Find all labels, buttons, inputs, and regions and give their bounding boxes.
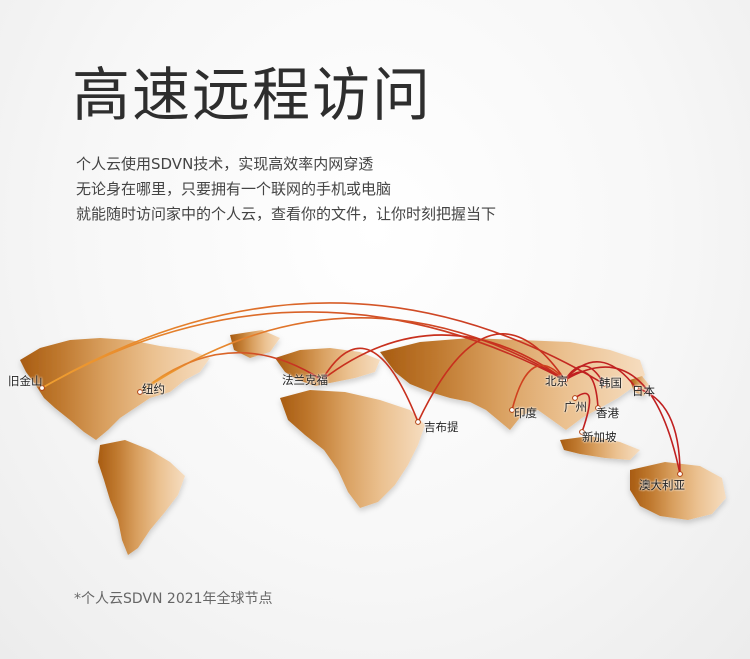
australia	[630, 462, 726, 520]
city-label-sf: 旧金山	[8, 374, 43, 388]
arc-fr-beijing	[321, 334, 566, 381]
city-label-japan: 日本	[632, 384, 655, 398]
north-america	[20, 338, 210, 440]
city-label-beijing: 北京	[545, 374, 568, 388]
city-label-korea: 韩国	[599, 376, 622, 390]
description-line-2: 无论身在哪里，只要拥有一个联网的手机或电脑	[76, 180, 392, 198]
arc-japan-australia	[635, 387, 681, 475]
arc-ny-frankfurt	[139, 351, 323, 393]
arc-beijing-japan	[564, 361, 637, 389]
arc-ny-beijing	[139, 317, 566, 393]
point-guangzhou	[572, 395, 578, 401]
point-frankfurt	[319, 377, 325, 383]
europe	[275, 348, 380, 386]
point-hk	[595, 405, 601, 411]
city-label-singapore: 新加坡	[582, 430, 617, 444]
city-label-australia: 澳大利亚	[639, 478, 685, 492]
city-points	[39, 377, 683, 477]
point-india	[509, 407, 515, 413]
point-singapore	[579, 429, 585, 435]
arc-gz-singapore	[574, 392, 591, 433]
point-japan	[633, 385, 639, 391]
arc-beijing-australia	[564, 366, 681, 475]
city-label-djibouti: 吉布提	[424, 420, 459, 434]
arc-djibouti-beijing	[417, 333, 566, 423]
arc-india-beijing	[511, 364, 566, 411]
point-australia	[677, 471, 683, 477]
description: 个人云使用SDVN技术，实现高效率内网穿透 无论身在哪里，只要拥有一个联网的手机…	[76, 152, 496, 227]
point-djibouti	[415, 419, 421, 425]
arc-sf-korea	[41, 302, 605, 389]
asia	[380, 338, 645, 430]
greenland	[230, 330, 280, 358]
south-america	[98, 440, 185, 555]
southeast-asia	[560, 436, 640, 460]
arc-fr-djibouti	[321, 347, 419, 423]
connection-arcs	[41, 302, 681, 475]
description-line-1: 个人云使用SDVN技术，实现高效率内网穿透	[76, 155, 374, 173]
footnote: *个人云SDVN 2021年全球节点	[74, 591, 273, 607]
city-label-frankfurt: 法兰克福	[282, 373, 328, 387]
city-label-guangzhou: 广州	[564, 400, 587, 414]
continents	[20, 330, 726, 555]
arc-sf-beijing	[41, 311, 566, 389]
description-line-3: 就能随时访问家中的个人云，查看你的文件，让你时刻把握当下	[76, 205, 497, 223]
world-map	[20, 302, 726, 555]
point-korea	[601, 381, 607, 387]
point-beijing	[562, 377, 568, 383]
page-title: 高速远程访问	[72, 61, 433, 129]
point-ny	[137, 389, 143, 395]
city-label-ny: 纽约	[142, 382, 165, 396]
city-label-india: 印度	[514, 406, 537, 420]
city-label-hk: 香港	[596, 406, 619, 420]
africa	[280, 390, 425, 508]
point-sf	[39, 385, 45, 391]
